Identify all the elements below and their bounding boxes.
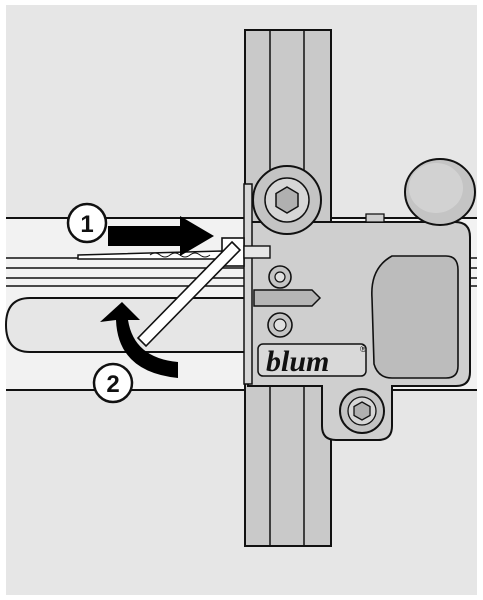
hex-nut-icon-lower xyxy=(267,312,293,338)
svg-text:1: 1 xyxy=(80,211,93,238)
mounting-bracket: blum ® xyxy=(243,183,471,441)
hex-socket-screw-icon-bottom xyxy=(339,388,385,434)
brand-logo: blum xyxy=(266,345,329,378)
step-2-badge: 2 xyxy=(92,362,134,404)
brand-plate xyxy=(257,343,367,377)
registered-mark: ® xyxy=(360,344,367,354)
round-knob-icon xyxy=(404,158,476,226)
hex-key-icon xyxy=(136,240,242,348)
svg-text:2: 2 xyxy=(106,371,119,398)
hex-nut-icon xyxy=(268,265,292,289)
step-2-arrow xyxy=(100,302,190,378)
hex-socket-screw-icon xyxy=(252,165,322,235)
step-1-arrow xyxy=(108,216,214,256)
step-1-badge: 1 xyxy=(66,202,108,244)
